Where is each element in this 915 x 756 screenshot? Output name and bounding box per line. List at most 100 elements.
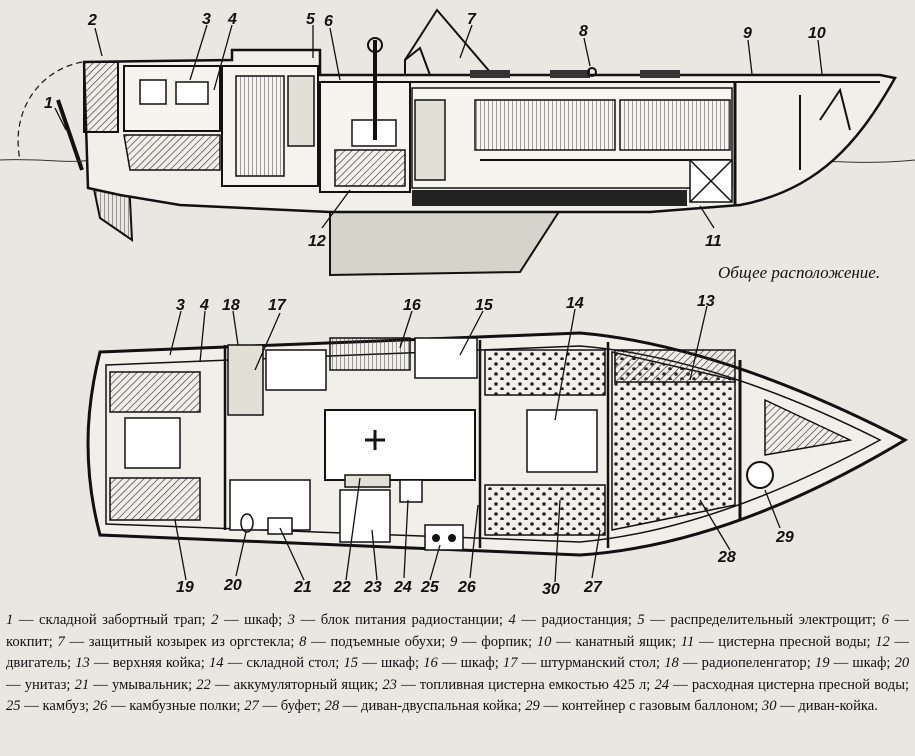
legend-number: 12 bbox=[875, 633, 890, 650]
legend-number: 7 bbox=[57, 633, 65, 650]
callout-15: 15 bbox=[475, 297, 494, 314]
legend-number: 5 bbox=[637, 612, 645, 628]
legend-number: 17 bbox=[502, 655, 518, 671]
legend-number: 9 bbox=[449, 633, 458, 650]
legend-text: форпик bbox=[481, 633, 529, 650]
legend-item: 17 — штурманский стол; bbox=[502, 655, 665, 671]
legend-number: 3 bbox=[287, 612, 296, 628]
legend-text: защитный козырек из оргстекла bbox=[88, 633, 291, 650]
legend-text: двигатель bbox=[6, 655, 68, 671]
legend: 1 — складной забортный трап; 2 — шкаф; 3… bbox=[6, 610, 909, 750]
callout-29: 29 bbox=[775, 529, 794, 546]
legend-item: 13 — верхняя койка; bbox=[75, 655, 209, 671]
callout-20: 20 bbox=[223, 577, 242, 594]
legend-item: 11 — цистерна пресной воды; bbox=[680, 633, 876, 650]
legend-text: распределительный электрощит bbox=[670, 612, 873, 628]
legend-item: 20 — унитаз; bbox=[6, 655, 909, 693]
legend-number: 26 bbox=[92, 698, 108, 714]
callout-9: 9 bbox=[743, 25, 752, 42]
legend-item: 12 — двигатель; bbox=[6, 633, 909, 672]
legend-item: 30 — диван-койка. bbox=[761, 698, 878, 714]
legend-text: аккумуляторный ящик bbox=[233, 676, 375, 693]
legend-number: 16 bbox=[423, 655, 438, 671]
legend-text: шкаф bbox=[244, 612, 279, 628]
legend-item: 21 — умывальник; bbox=[74, 676, 197, 693]
legend-number: 21 bbox=[74, 676, 90, 693]
callout-1: 1 bbox=[44, 95, 53, 112]
callout-11: 11 bbox=[705, 233, 722, 250]
legend-item: 29 — контейнер с газовым баллоном; bbox=[525, 698, 762, 714]
callout-8: 8 bbox=[579, 23, 588, 40]
callout-3b: 3 bbox=[176, 297, 185, 314]
legend-item: 8 — подъемные обухи; bbox=[299, 633, 450, 650]
legend-text: умывальник bbox=[111, 676, 189, 693]
caption: Общее расположение. bbox=[718, 263, 880, 282]
legend-item: 26 — камбузные полки; bbox=[92, 698, 245, 714]
legend-number: 11 bbox=[680, 633, 695, 650]
legend-item: 7 — защитный козырек из оргстекла; bbox=[57, 633, 300, 650]
callouts-bottom: 3 4 18 17 16 15 14 13 29 28 27 30 26 25 … bbox=[176, 293, 794, 598]
legend-number: 4 bbox=[508, 612, 516, 628]
legend-text: топливная цистерна емкостью 425 л bbox=[419, 676, 647, 693]
callout-21: 21 bbox=[293, 579, 312, 596]
legend-number: 25 bbox=[6, 698, 21, 714]
legend-number: 24 bbox=[654, 676, 670, 693]
legend-item: 9 — форпик; bbox=[449, 633, 537, 650]
callout-16: 16 bbox=[403, 297, 421, 314]
legend-item: 16 — шкаф; bbox=[423, 655, 503, 671]
legend-text: расходная цистерна пресной воды bbox=[691, 676, 905, 693]
callout-18: 18 bbox=[222, 297, 240, 314]
legend-item: 27 — буфет; bbox=[244, 698, 325, 714]
legend-text: шкаф bbox=[460, 655, 495, 671]
callout-13: 13 bbox=[697, 293, 715, 310]
legend-text: шкаф bbox=[852, 655, 887, 671]
legend-item: 5 — распределительный электрощит; bbox=[637, 612, 882, 628]
callout-19: 19 bbox=[176, 579, 194, 596]
yacht-drawing: 1 2 3 4 5 6 7 8 9 10 11 12 Общее располо… bbox=[0, 8, 915, 598]
legend-item: 19 — шкаф; bbox=[814, 655, 895, 671]
legend-number: 30 bbox=[761, 698, 777, 714]
callout-5: 5 bbox=[306, 11, 316, 28]
legend-item: 4 — радиостанция; bbox=[508, 612, 638, 628]
callout-4: 4 bbox=[227, 11, 237, 28]
plan-section bbox=[86, 331, 909, 557]
callout-2: 2 bbox=[87, 12, 97, 29]
callout-24: 24 bbox=[393, 579, 412, 596]
legend-text: складной забортный трап bbox=[38, 612, 202, 628]
legend-item: 6 — кокпит; bbox=[6, 612, 909, 650]
legend-number: 2 bbox=[211, 612, 219, 628]
legend-item: 25 — камбуз; bbox=[6, 698, 93, 714]
legend-text: контейнер с газовым баллоном bbox=[561, 698, 755, 714]
legend-number: 23 bbox=[382, 676, 397, 693]
legend-text: диван-двуспальная койка bbox=[361, 698, 518, 714]
legend-text: канатный ящик bbox=[575, 633, 672, 650]
legend-number: 6 bbox=[881, 612, 889, 628]
legend-text: кокпит bbox=[6, 633, 49, 650]
legend-text: штурманский стол bbox=[540, 655, 656, 671]
callout-14: 14 bbox=[566, 295, 584, 312]
callout-17: 17 bbox=[268, 297, 287, 314]
legend-number: 1 bbox=[6, 612, 14, 628]
legend-item: 14 — складной стол; bbox=[208, 655, 344, 671]
callout-30: 30 bbox=[542, 581, 560, 598]
legend-item: 1 — складной забортный трап; bbox=[6, 612, 212, 628]
callout-26: 26 bbox=[457, 579, 476, 596]
profile-section bbox=[0, 8, 915, 277]
legend-item: 23 — топливная цистерна емкостью 425 л; bbox=[382, 676, 655, 693]
callout-3: 3 bbox=[202, 11, 211, 28]
legend-number: 19 bbox=[814, 655, 830, 671]
legend-item: 15 — шкаф; bbox=[343, 655, 424, 671]
legend-number: 13 bbox=[75, 655, 90, 671]
legend-text: подъемные обухи bbox=[330, 633, 442, 650]
callout-12: 12 bbox=[308, 233, 326, 250]
legend-text: буфет bbox=[280, 698, 317, 714]
legend-number: 18 bbox=[664, 655, 679, 671]
callout-25: 25 bbox=[420, 579, 440, 596]
legend-number: 22 bbox=[196, 676, 211, 693]
callout-10: 10 bbox=[808, 25, 826, 42]
legend-number: 15 bbox=[343, 655, 359, 671]
callout-22: 22 bbox=[332, 579, 351, 596]
legend-item: 28 — диван-двуспальная койка; bbox=[324, 698, 526, 714]
legend-text: унитаз bbox=[24, 676, 67, 693]
callout-4b: 4 bbox=[199, 297, 209, 314]
